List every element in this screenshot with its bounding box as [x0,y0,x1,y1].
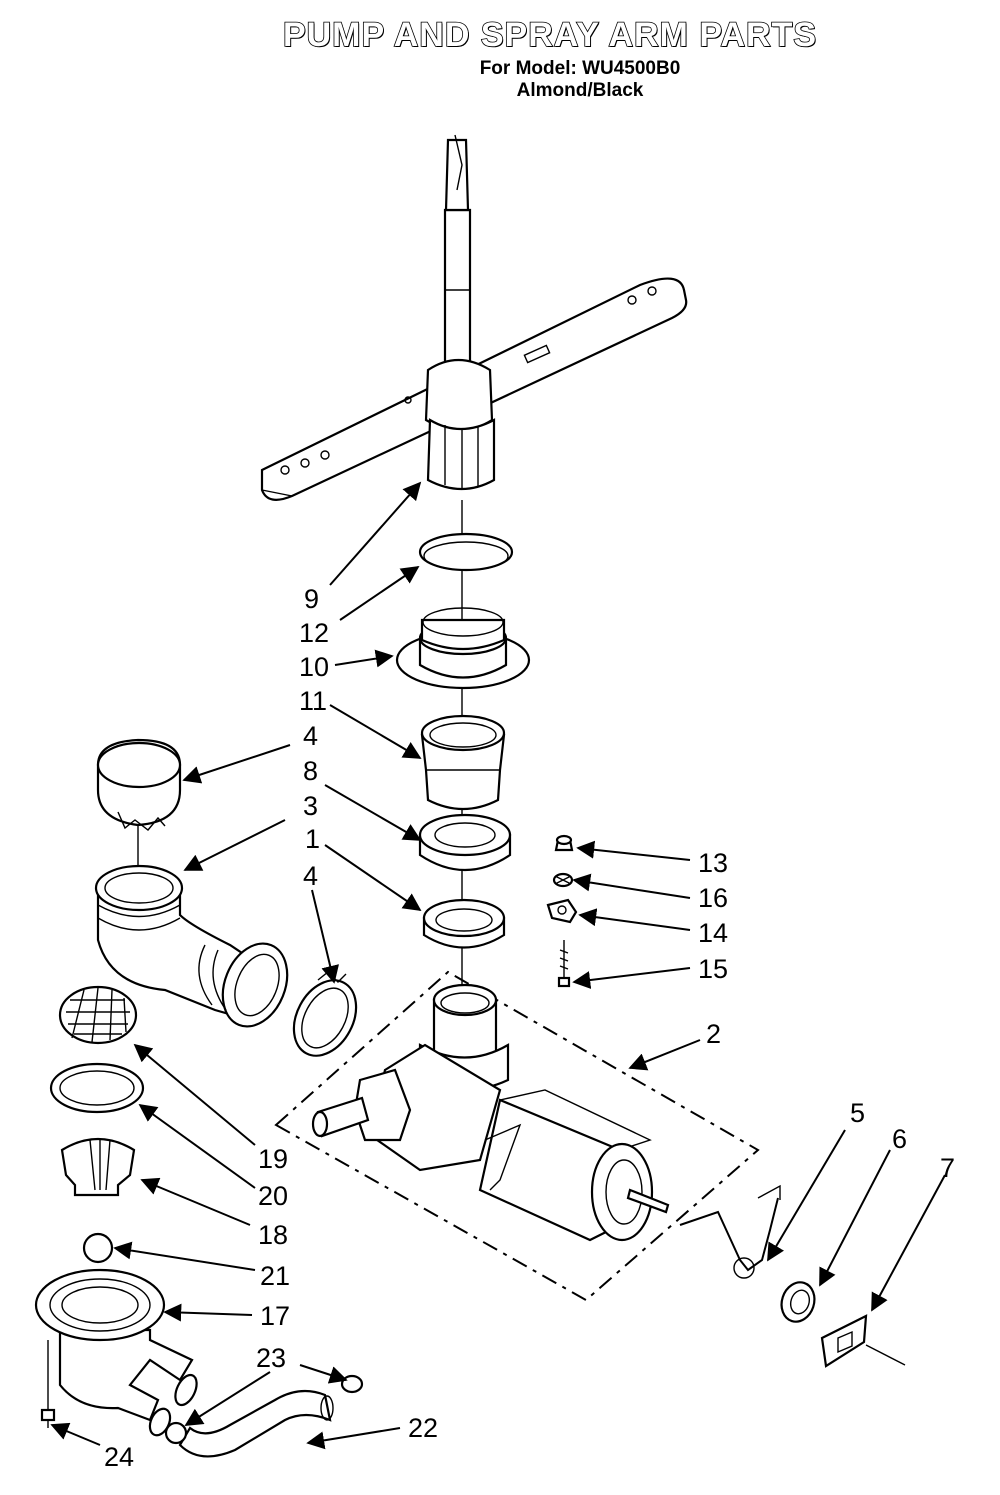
callout-5: 5 [850,1098,865,1128]
callout-20: 20 [258,1181,288,1211]
callout-19: 19 [258,1144,288,1174]
callout-3: 3 [303,791,318,821]
callout-11: 11 [299,686,327,716]
hose-clamp-part [164,1421,188,1445]
drain-hose-part [178,1389,334,1458]
callout-22: 22 [408,1413,438,1443]
callout-12: 12 [299,618,329,648]
hose-clamp-part [292,971,358,1057]
callout-16: 16 [698,883,728,913]
callout-8: 8 [303,756,318,786]
callout-1: 1 [305,824,320,854]
callout-4-lower: 4 [303,861,318,891]
callout-24: 24 [104,1442,134,1472]
hose-clamp-part [96,738,182,831]
sleeve-part [420,714,506,810]
clip-part [546,898,578,924]
model-line: For Model: WU4500B0 [479,58,681,79]
callout-6: 6 [892,1124,907,1154]
spray-arm-nut-part [395,607,531,690]
callout-7: 7 [940,1153,955,1183]
callout-10: 10 [299,652,329,682]
callout-23: 23 [256,1343,286,1373]
callout-14: 14 [698,918,728,948]
diagram-title: PUMP AND SPRAY ARM PARTS [282,15,818,55]
callout-2: 2 [706,1019,721,1049]
gasket-part [422,898,506,949]
callout-9: 9 [304,584,319,614]
seal-part [418,813,512,871]
filter-screen-part [60,1138,136,1197]
nut-part [554,834,574,852]
wire-bracket-part [679,1184,781,1279]
callout-13: 13 [698,848,728,878]
callout-15: 15 [698,954,728,984]
screw-part [557,940,571,988]
callout-21: 21 [260,1261,290,1291]
callout-17: 17 [260,1301,290,1331]
grommet-part [780,1281,816,1323]
spray-arm-part [260,134,688,501]
color-line: Almond/Black [516,80,644,101]
ring-part [49,1062,145,1114]
elbow-hose-part [94,864,289,1028]
sump-housing-part [34,1268,198,1437]
plate-part [820,1314,906,1368]
screw-part [40,1408,56,1428]
pump-motor-assembly-part [274,970,760,1302]
callout-18: 18 [258,1220,288,1250]
retaining-ring-part [418,532,514,572]
hose-clamp-part [340,1374,364,1394]
washer-part [552,872,574,888]
ball-part [82,1232,114,1264]
callout-4-top: 4 [303,721,318,751]
grate-cover-part [58,985,138,1045]
